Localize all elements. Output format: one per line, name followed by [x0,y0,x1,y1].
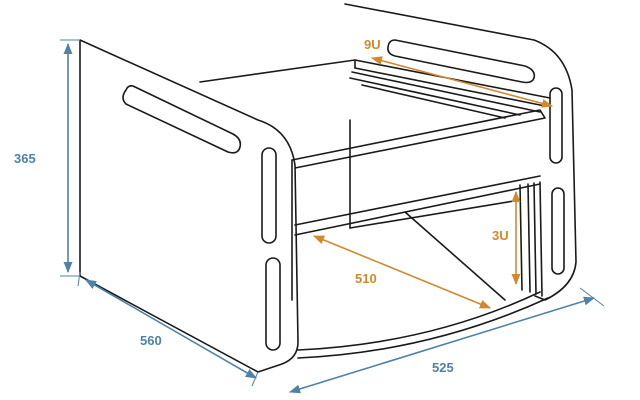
top-rear-rail [199,59,551,99]
width-label: 525 [432,360,454,375]
back-slot-lower [551,187,565,275]
inner-depth-dim-line [312,235,492,309]
front-rail [519,184,523,291]
depth-label: 560 [140,333,162,348]
front-slot-upper [261,147,277,244]
inner-depth-label: 510 [355,271,377,286]
lower-rack-label: 3U [492,228,509,243]
back-side-panel [344,3,577,301]
front-handle-slot [122,85,242,154]
depth-dim-line [85,279,257,379]
lower-front-beam [294,183,541,236]
width-dim-line [288,296,596,394]
back-slot-upper [549,87,563,164]
bottom-edge [297,297,549,359]
upper-rack-dim-line [370,56,554,108]
back-handle-slot [387,39,536,84]
top-front-beam [291,109,546,169]
height-label: 365 [14,151,36,166]
front-slot-lower [265,257,281,351]
upper-rack-label: 9U [364,37,381,52]
